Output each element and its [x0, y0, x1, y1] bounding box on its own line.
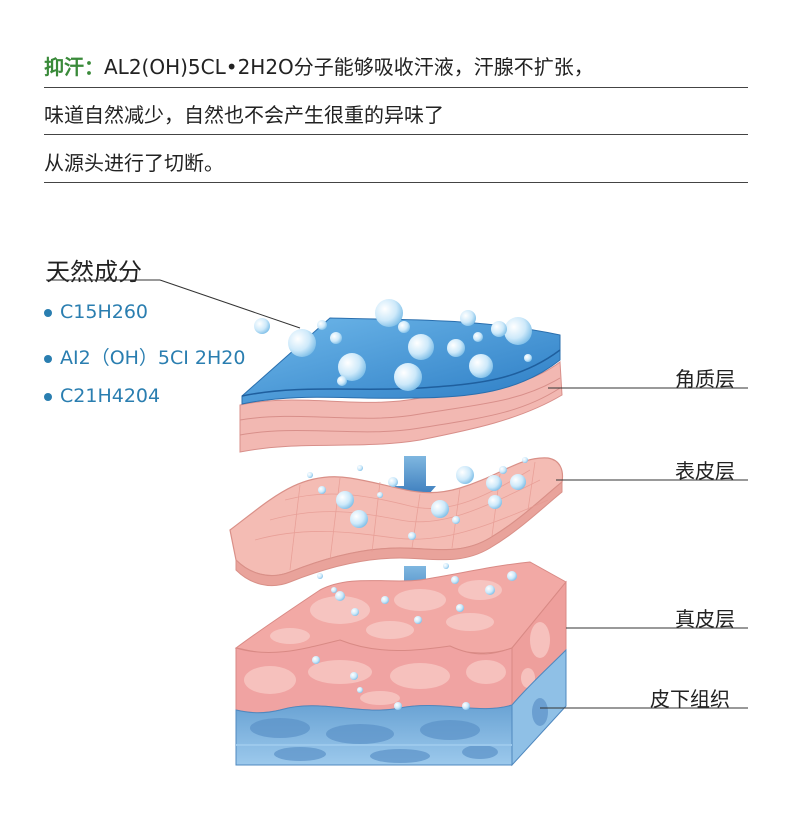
- bubbles-top: [254, 299, 532, 391]
- title-leader-line: [46, 279, 301, 329]
- bullet-icon: [44, 392, 52, 401]
- ingredient-label: C21H4204: [60, 385, 161, 407]
- bubbles-dermis: [312, 563, 517, 710]
- ingredient-item: AI2（OH）5CI 2H20: [44, 343, 245, 370]
- paragraph-line-1: 抑汗：AL2(OH)5CL•2H2O分子能够吸收汗液，汗腺不扩张，: [44, 40, 748, 88]
- sweat-control-label: 抑汗：: [44, 55, 104, 79]
- paragraph-line-3: 从源头进行了切断。: [44, 135, 748, 183]
- label-dermis: 真皮层: [675, 607, 735, 631]
- paragraph-line-2: 味道自然减少，自然也不会产生很重的异味了: [44, 87, 748, 135]
- paragraph-line-3-text: 从源头进行了切断。: [44, 151, 224, 175]
- dermis-layer: [234, 561, 567, 714]
- ingredients-title: 天然成分: [46, 258, 142, 286]
- paragraph-line-1-text: AL2(OH)5CL•2H2O分子能够吸收汗液，汗腺不扩张，: [104, 55, 594, 79]
- label-subcutaneous: 皮下组织: [650, 687, 730, 711]
- bubbles-epidermis: [307, 457, 528, 540]
- bullet-icon: [44, 354, 52, 363]
- ingredient-item: C15H260: [44, 301, 148, 323]
- label-epidermis: 表皮层: [675, 459, 735, 483]
- label-stratum-corneum: 角质层: [675, 367, 735, 391]
- ingredient-label: AI2（OH）5CI 2H20: [60, 347, 246, 369]
- bullet-icon: [44, 308, 52, 317]
- label-leader-lines: [540, 387, 748, 709]
- subcutaneous-layer: [235, 648, 567, 767]
- ingredient-label: C15H260: [60, 301, 148, 323]
- ingredient-item: C21H4204: [44, 385, 160, 407]
- paragraph-line-2-text: 味道自然减少，自然也不会产生很重的异味了: [44, 103, 444, 127]
